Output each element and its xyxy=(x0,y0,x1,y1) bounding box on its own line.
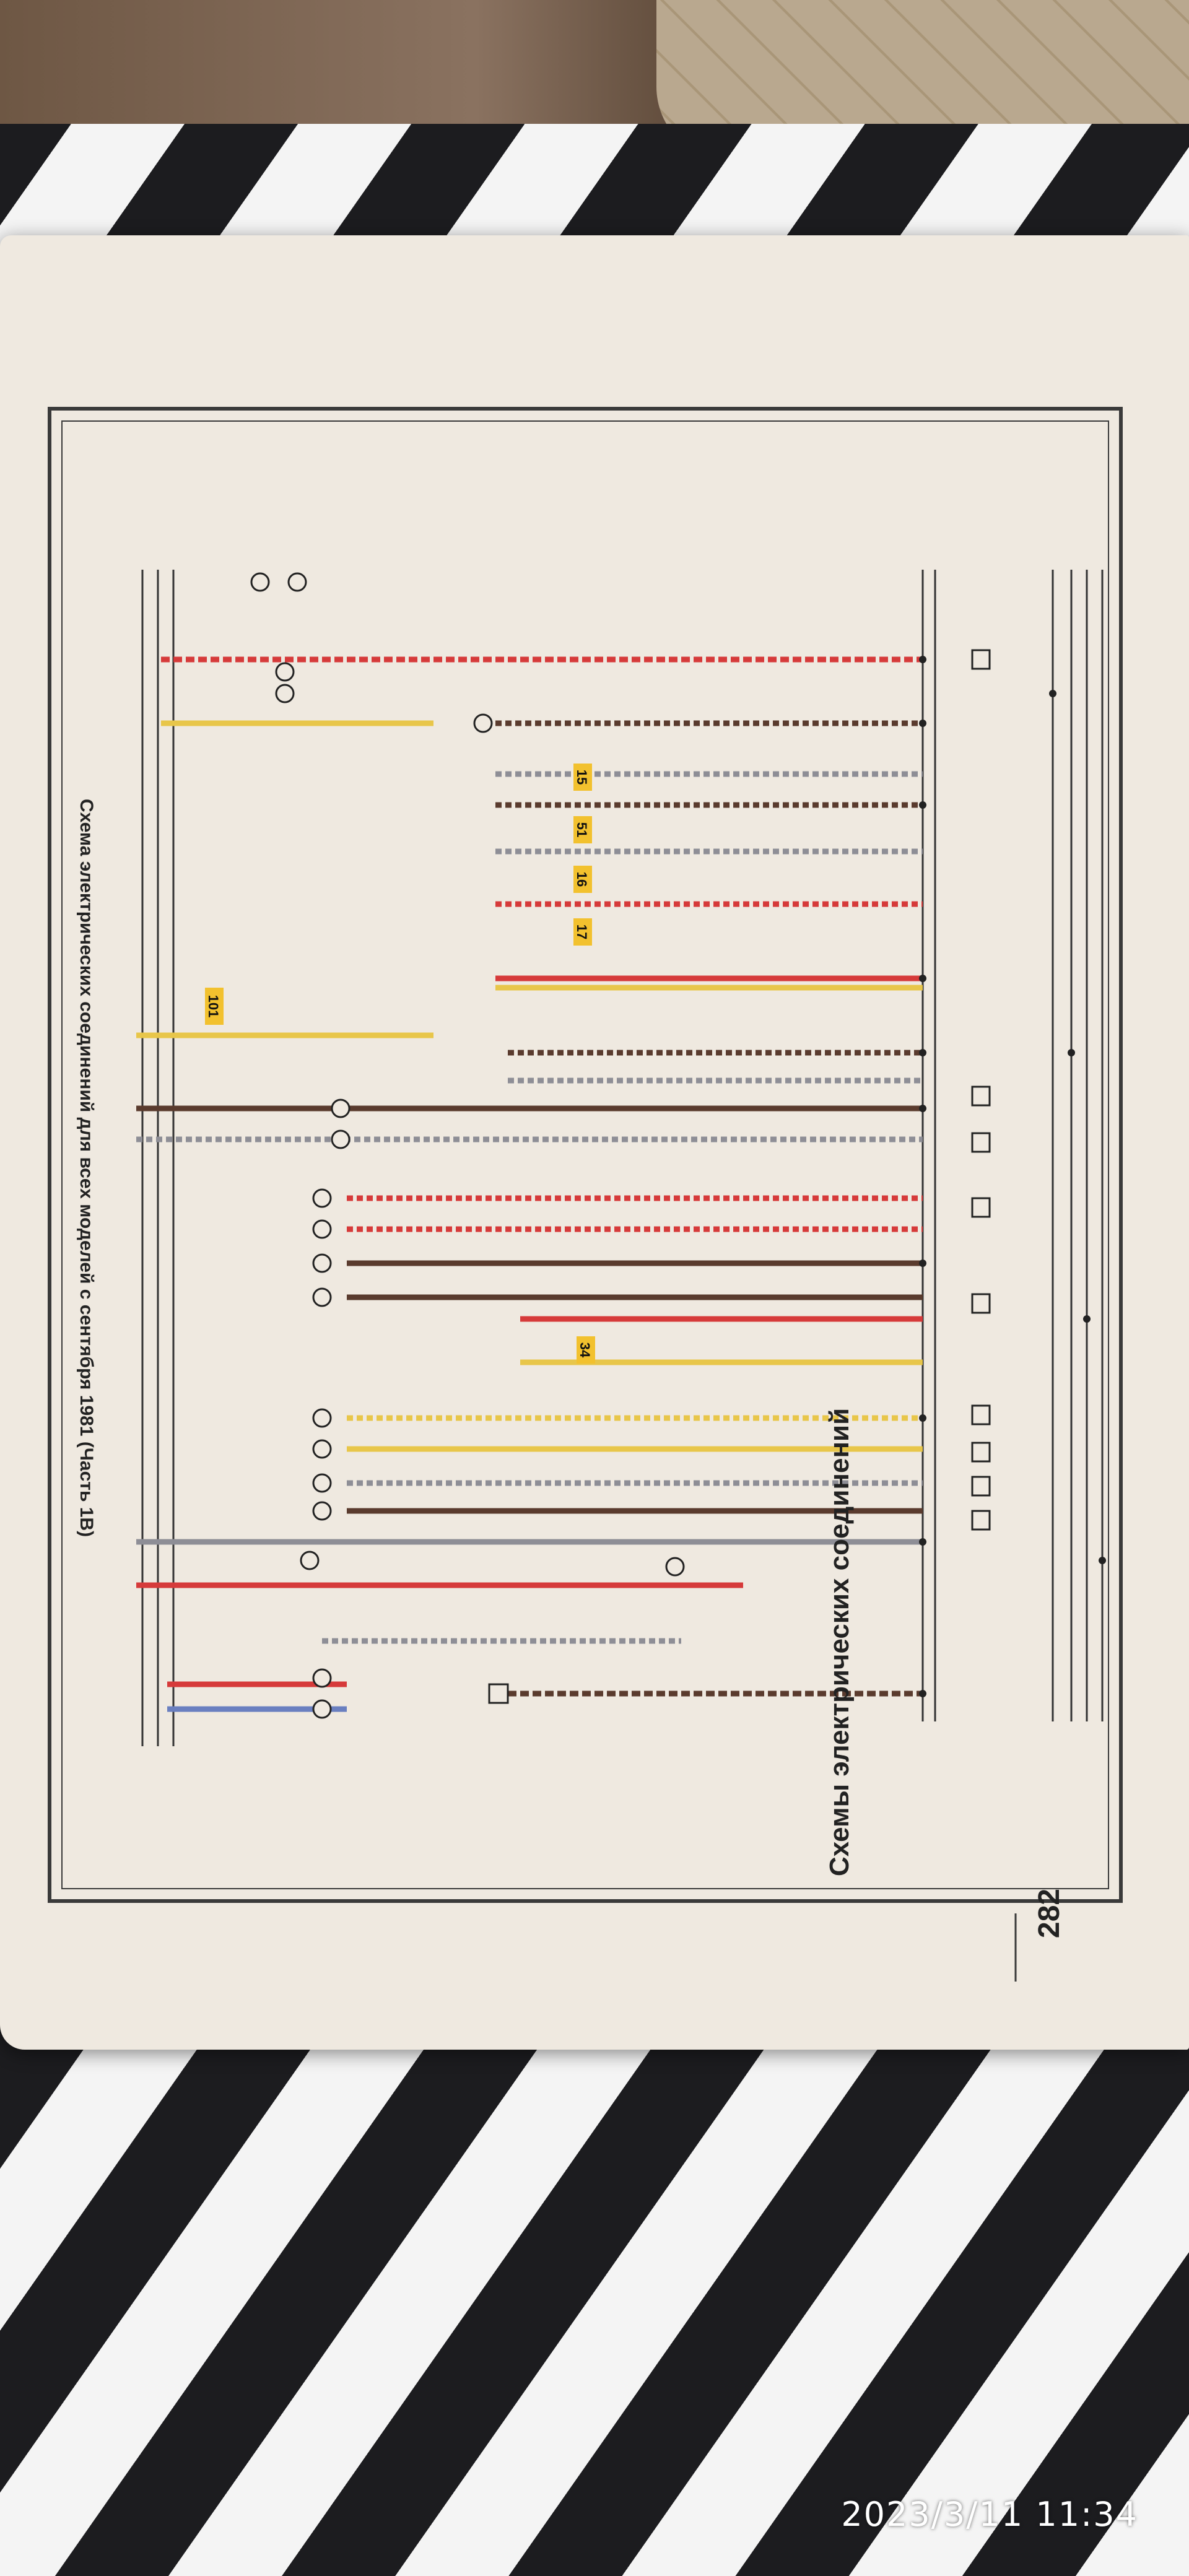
badge-51: 51 xyxy=(573,816,592,843)
bus-lines xyxy=(921,570,1104,1721)
badge-17: 17 xyxy=(573,918,592,946)
badge-17-text: 17 xyxy=(574,925,590,939)
badge-15: 15 xyxy=(573,764,592,791)
photo-timestamp: 2023/3/11 11:34 xyxy=(841,2495,1138,2534)
badge-15-text: 15 xyxy=(574,770,590,785)
diagram-frame xyxy=(48,407,1123,1903)
junction-dots xyxy=(919,656,1106,1697)
badge-101-text: 101 xyxy=(206,995,221,1018)
components xyxy=(250,572,991,1719)
book-page xyxy=(0,235,1189,2050)
badge-16: 16 xyxy=(573,866,592,893)
badge-16-text: 16 xyxy=(574,872,590,887)
badge-101: 101 xyxy=(205,988,224,1025)
wire-number-badges: 15 51 16 17 101 34 xyxy=(205,764,595,1364)
badge-34-text: 34 xyxy=(577,1342,593,1358)
badge-51-text: 51 xyxy=(574,822,590,837)
badge-34: 34 xyxy=(577,1336,595,1364)
chapter-header: Схемы электрических соединений xyxy=(824,1408,855,1876)
ground-lines xyxy=(141,570,175,1746)
page-number: 282 xyxy=(1033,1889,1066,1938)
diagram-inner-frame xyxy=(61,420,1109,1889)
wires xyxy=(136,656,923,1712)
diagram-caption: Схема электрических соединений для всех … xyxy=(76,799,97,1537)
